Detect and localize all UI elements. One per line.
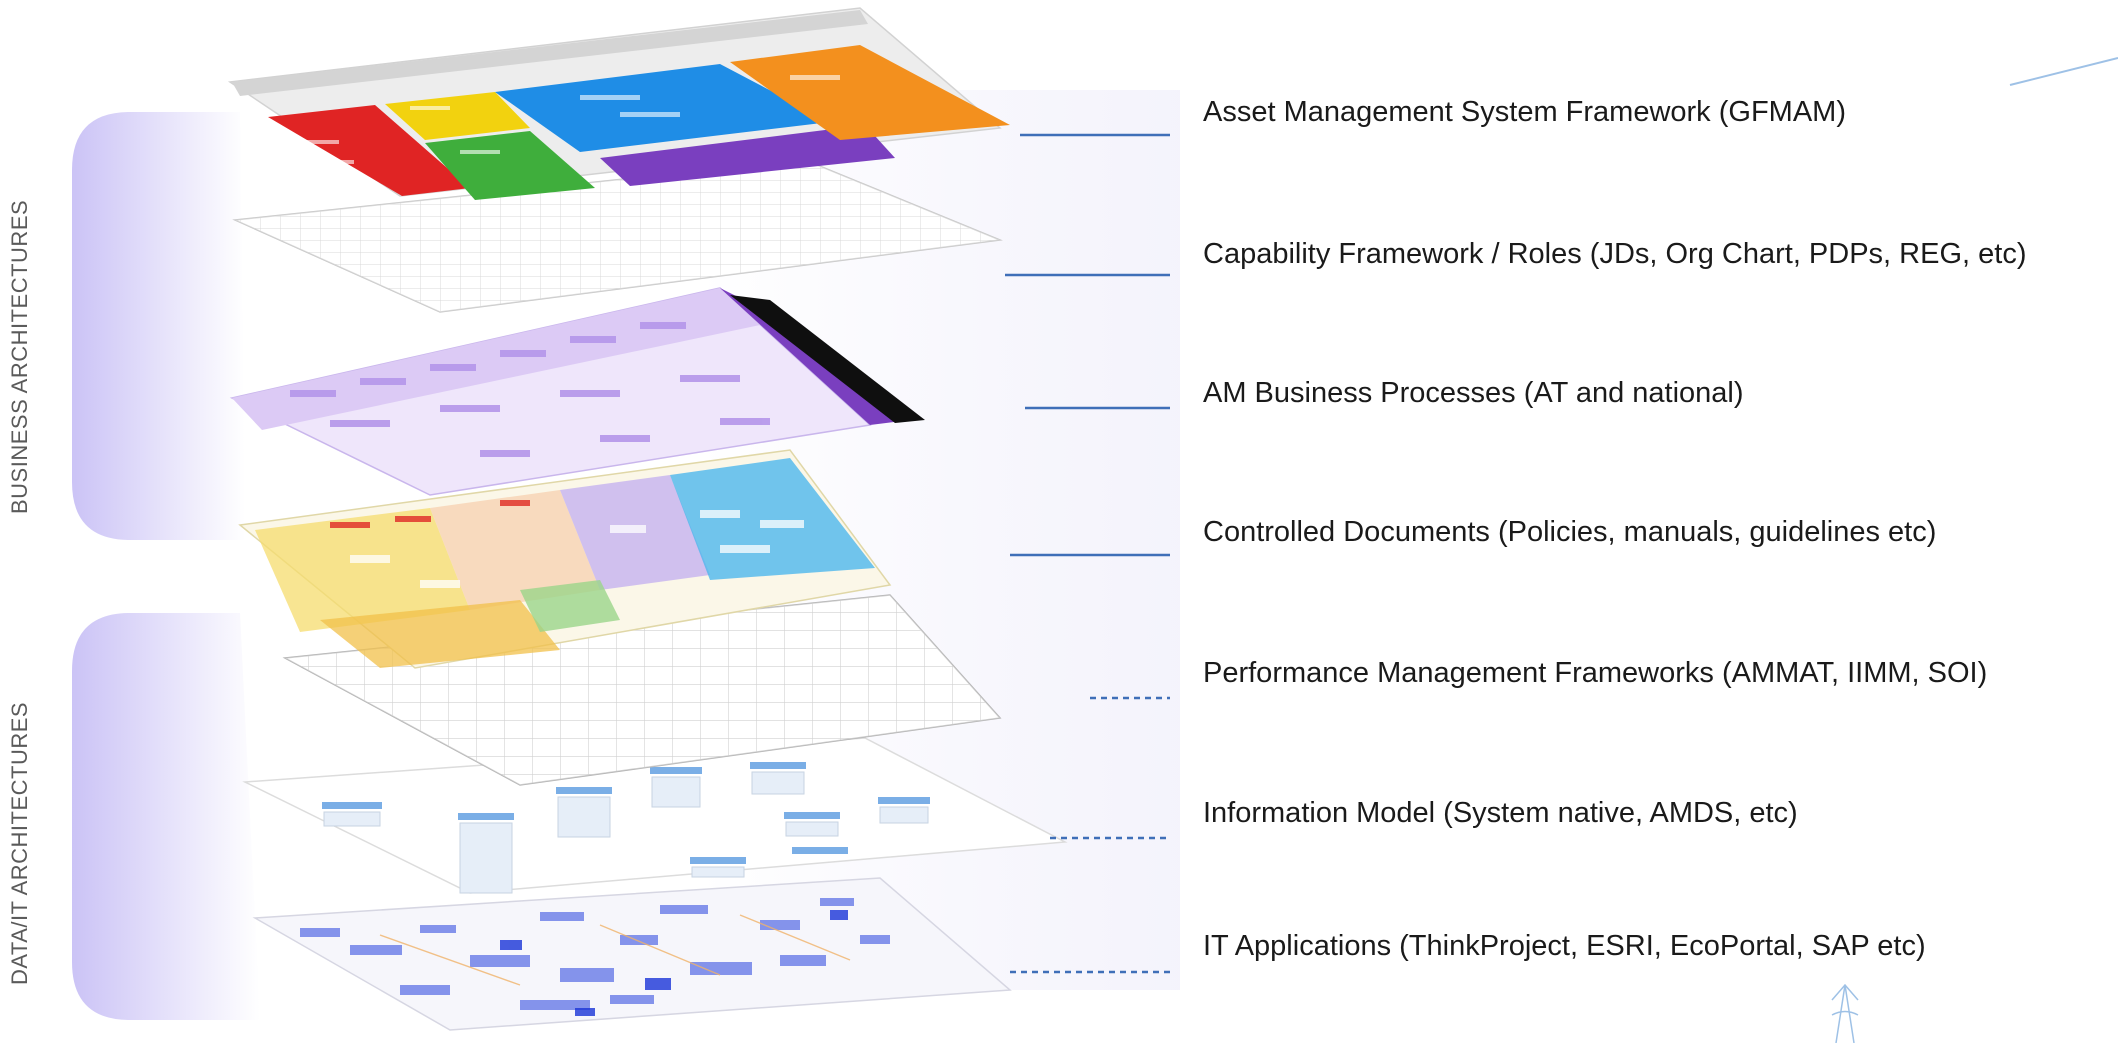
- layer-label-information-model: Information Model (System native, AMDS, …: [1203, 797, 1798, 829]
- layer-label-am-business-processes: AM Business Processes (AT and national): [1203, 377, 1744, 409]
- layer-label-controlled-documents: Controlled Documents (Policies, manuals,…: [1203, 516, 1937, 548]
- data-it-architectures-label: DATA/IT ARCHITECTURES: [7, 702, 32, 985]
- decorative-logo-mark: [1831, 983, 1859, 1043]
- layer-it-applications: [252, 877, 1012, 1031]
- layer-label-asset-management-framework: Asset Management System Framework (GFMAM…: [1203, 96, 1846, 128]
- layer-information-model: [242, 737, 1068, 894]
- business-bracket: [72, 112, 245, 540]
- layer-label-performance-management: Performance Management Frameworks (AMMAT…: [1203, 657, 1988, 689]
- connector-lines: [1005, 133, 1170, 974]
- layer-asset-management-framework: [227, 7, 1010, 200]
- data-it-bracket: [72, 613, 260, 1020]
- layer-am-business-processes: [229, 287, 925, 496]
- layer-label-it-applications: IT Applications (ThinkProject, ESRI, Eco…: [1203, 930, 1926, 962]
- layer-label-capability-framework: Capability Framework / Roles (JDs, Org C…: [1203, 238, 2027, 270]
- business-architectures-label: BUSINESS ARCHITECTURES: [7, 200, 32, 514]
- layer-capability-framework: [232, 159, 1003, 313]
- layer-controlled-documents: [238, 449, 892, 669]
- decorative-swoosh: [2009, 57, 2118, 86]
